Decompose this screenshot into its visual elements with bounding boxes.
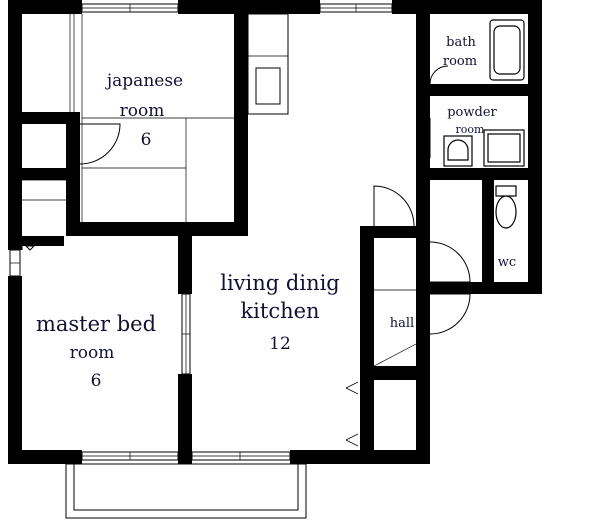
doors xyxy=(21,185,471,447)
room-label-master: master bed room 6 xyxy=(36,312,156,391)
master-room-size: 6 xyxy=(91,371,102,391)
hall-room-name: hall xyxy=(390,316,414,331)
room-label-wc: wc xyxy=(498,255,516,270)
room-label-japanese: japanese room 6 xyxy=(105,71,183,150)
japanese-room-size: 6 xyxy=(141,130,152,150)
japanese-room-name: japanese xyxy=(105,71,183,91)
powder-room-name: powder xyxy=(447,105,497,120)
bath-room-name: bath xyxy=(446,35,476,50)
ldk-room-name: living dinig xyxy=(220,271,340,295)
bath-room-word: room xyxy=(443,54,477,69)
kitchen-counter xyxy=(247,13,289,115)
powder-room-word: room xyxy=(456,123,486,136)
master-room-name: master bed xyxy=(36,312,156,336)
windows xyxy=(9,3,393,519)
ldk-room-size: 12 xyxy=(269,334,291,354)
room-label-ldk: living dinig kitchen 12 xyxy=(220,271,340,354)
tatami-lines xyxy=(22,14,234,222)
room-label-powder: powder room xyxy=(447,105,497,136)
ldk-room-word: kitchen xyxy=(240,299,319,323)
wc-room-name: wc xyxy=(498,255,516,270)
master-room-word: room xyxy=(70,343,115,363)
bathroom-fixtures xyxy=(429,19,525,283)
room-label-hall: hall xyxy=(390,316,414,331)
room-label-bath: bath room xyxy=(443,35,477,69)
walls xyxy=(8,0,542,464)
japanese-room-word: room xyxy=(120,101,165,121)
